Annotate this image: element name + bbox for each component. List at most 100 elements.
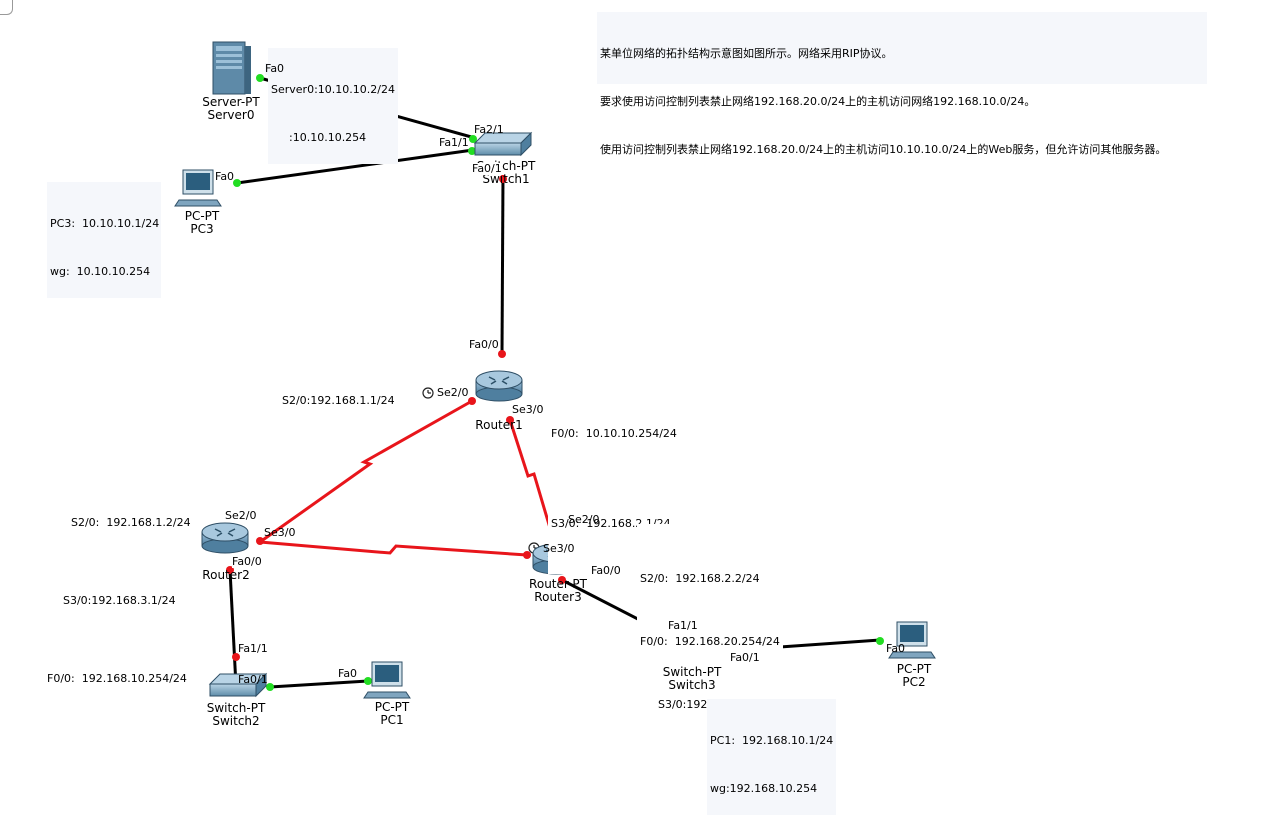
dot-switch1-fa21: [469, 135, 477, 143]
note-server0: Server0:10.10.10.2/24 :10.10.10.254: [268, 48, 398, 164]
device-type: Router-PT: [529, 577, 587, 591]
dot-router1-se20: [468, 397, 476, 405]
link-router2-router3[interactable]: [259, 540, 528, 557]
dot-pc3-fa0: [233, 179, 241, 187]
dot-switch1-fa11: [468, 147, 476, 155]
dot-pc1-fa0: [364, 677, 372, 685]
device-name: PC1: [380, 713, 404, 727]
device-name: PC2: [902, 675, 926, 689]
port-label: Fa0/0: [232, 555, 262, 568]
port-label: Fa0/0: [469, 338, 499, 351]
note-line: PC3: 10.10.10.1/24: [50, 217, 160, 230]
port-label: Se2/0: [437, 386, 469, 399]
device-label-pc3[interactable]: PC-PT PC3: [170, 210, 234, 236]
dot-pc2-fa0: [876, 637, 884, 645]
note-line: S2/0: 192.168.1.2/24: [71, 516, 191, 529]
device-name: Router3: [534, 590, 582, 604]
link-router1-router3[interactable]: [508, 419, 560, 556]
note-router1-left: S2/0:192.168.1.1/24: [272, 375, 398, 411]
device-name: Router2: [202, 568, 250, 582]
port-label: Se2/0: [225, 509, 257, 522]
note-line: F0/0: 192.168.10.254/24: [47, 672, 187, 685]
device-type: PC-PT: [184, 209, 220, 223]
dot-router3-fa00: [558, 576, 566, 584]
note-line: Server0:10.10.10.2/24: [271, 83, 395, 96]
port-label: Fa0/1: [472, 162, 502, 175]
port-label: Fa0: [265, 62, 285, 75]
note-line: F0/0: 192.168.20.254/24: [640, 635, 780, 648]
link-router2-switch2[interactable]: [228, 569, 238, 687]
device-label-server0[interactable]: Server-PT Server0: [193, 96, 269, 122]
pc-icon[interactable]: [174, 169, 222, 207]
port-label: Fa1/1: [238, 642, 268, 655]
port-label: Se3/0: [264, 526, 296, 539]
device-label-router2[interactable]: Router-PT Router2: [188, 556, 264, 582]
dot-router1-fa00: [498, 350, 506, 358]
port-label: Fa0: [886, 642, 906, 655]
dot-server0-fa0: [256, 74, 264, 82]
port-label: Fa0: [215, 170, 235, 183]
serial-links: [259, 399, 560, 557]
port-label: Fa2/1: [474, 123, 504, 136]
dot-switch1-fa01: [499, 175, 507, 183]
task-note-line: 使用访问控制列表禁止网络192.168.20.0/24上的主机访问10.10.1…: [600, 143, 1167, 156]
task-note-line: 要求使用访问控制列表禁止网络192.168.20.0/24上的主机访问网络192…: [600, 95, 1036, 108]
dot-switch2-fa01: [266, 683, 274, 691]
link-switch2-pc1[interactable]: [269, 679, 369, 689]
pc-icon[interactable]: [363, 661, 411, 699]
dot-switch2-fa11: [232, 653, 240, 661]
router-icon[interactable]: [201, 522, 249, 554]
port-label: Se3/0: [512, 403, 544, 416]
task-note: 某单位网络的拓扑结构示意图如图所示。网络采用RIP协议。 要求使用访问控制列表禁…: [597, 12, 1207, 156]
link-pc3-switch1[interactable]: [236, 148, 474, 185]
device-name: PC3: [190, 222, 214, 236]
clock-icon: [422, 387, 434, 399]
dot-router2-se20: [256, 537, 264, 545]
server-icon[interactable]: [212, 41, 251, 95]
device-type: PC-PT: [896, 662, 932, 676]
device-name: Switch1: [482, 172, 530, 186]
note-line: S2/0: 192.168.2.2/24: [640, 572, 760, 585]
port-label: Fa0/0: [591, 564, 621, 577]
device-label-pc2[interactable]: PC-PT PC2: [882, 663, 946, 689]
device-name: Switch3: [668, 678, 716, 692]
note-line: :10.10.10.254: [289, 131, 367, 144]
device-label-switch3[interactable]: Switch-PT Switch3: [654, 666, 730, 692]
pc-icon[interactable]: [888, 621, 936, 659]
router-icon[interactable]: [475, 370, 523, 402]
device-label-switch2[interactable]: Switch-PT Switch2: [198, 702, 274, 728]
dot-router1-se30: [506, 416, 514, 424]
note-line: F0/0: 10.10.10.254/24: [551, 427, 677, 440]
dot-router3-se30: [523, 551, 531, 559]
switch-icon[interactable]: [473, 131, 533, 157]
port-label: Fa0/1: [238, 673, 268, 686]
device-label-router3[interactable]: Router-PT Router3: [520, 578, 596, 604]
dot-router2-fa00: [226, 566, 234, 574]
device-label-pc1[interactable]: PC-PT PC1: [360, 701, 424, 727]
note-pc3: PC3: 10.10.10.1/24 wg: 10.10.10.254: [47, 182, 161, 298]
device-name: Switch2: [212, 714, 260, 728]
device-type: PC-PT: [374, 700, 410, 714]
link-router1-router2[interactable]: [259, 399, 473, 544]
link-state-dots: [226, 74, 884, 691]
link-switch1-router1[interactable]: [500, 174, 505, 355]
note-line: PC1: 192.168.10.1/24: [710, 734, 834, 747]
device-type: Switch-PT: [206, 701, 266, 715]
note-line: wg:192.168.10.254: [710, 782, 818, 795]
device-type: Switch-PT: [662, 665, 722, 679]
task-note-line: 某单位网络的拓扑结构示意图如图所示。网络采用RIP协议。: [600, 47, 893, 60]
port-label: Fa1/1: [439, 136, 469, 149]
window-corner: [0, 0, 13, 15]
port-label: Fa1/1: [668, 619, 698, 632]
port-label: Se2/0: [568, 513, 600, 526]
device-type: Server-PT: [202, 95, 260, 109]
device-label-router1[interactable]: Router-PT Router1: [461, 406, 537, 432]
note-router2: S2/0: 192.168.1.2/24 S3/0:192.168.3.1/24…: [44, 456, 194, 720]
device-name: Server0: [207, 108, 255, 122]
device-name: Router1: [475, 418, 523, 432]
port-label: Se3/0: [543, 542, 575, 555]
note-pc1: PC1: 192.168.10.1/24 wg:192.168.10.254: [707, 699, 836, 815]
note-line: S2/0:192.168.1.1/24: [282, 394, 395, 407]
switch-icon[interactable]: [208, 672, 268, 698]
note-line: S3/0:192.168.3.1/24: [63, 594, 176, 607]
